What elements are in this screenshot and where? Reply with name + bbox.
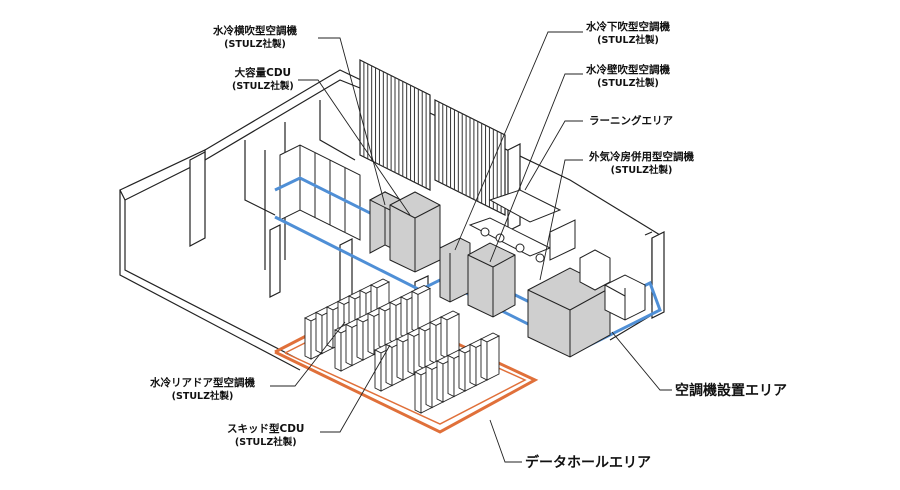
leader-ahu-area xyxy=(611,331,672,391)
leader-large-cdu xyxy=(298,79,411,216)
leader-rear-door xyxy=(270,321,346,387)
leader-water-wall-ahu xyxy=(489,73,583,263)
label-learning-area: ラーニングエリア xyxy=(589,115,673,127)
label-outside-air-ahu: 外気冷房併用型空調機 (STULZ社製) xyxy=(589,151,694,176)
label-water-down-ahu: 水冷下吹型空調機 (STULZ社製) xyxy=(586,21,670,46)
label-large-cdu: 大容量CDU (STULZ社製) xyxy=(232,67,294,92)
label-rear-door-ahu: 水冷リアドア型空調機 (STULZ社製) xyxy=(150,377,255,402)
leader-learning-area xyxy=(524,120,583,191)
leader-lines xyxy=(270,31,672,463)
leader-water-down-ahu xyxy=(454,31,583,251)
label-water-side-ahu: 水冷横吹型空調機 (STULZ社製) xyxy=(213,25,297,50)
label-ahu-area: 空調機設置エリア xyxy=(675,383,787,399)
outside-air-units xyxy=(579,249,646,321)
data-hall-racks xyxy=(303,278,501,414)
label-water-wall-ahu: 水冷壁吹型空調機 (STULZ社製) xyxy=(586,64,670,89)
columns xyxy=(189,143,665,337)
leader-water-side-ahu xyxy=(318,37,386,206)
large-cdu-units xyxy=(368,191,441,273)
leader-data-hall xyxy=(489,419,522,463)
label-data-hall: データホールエリア xyxy=(525,455,651,471)
learning-desks xyxy=(468,189,576,263)
leader-skid-cdu xyxy=(320,344,391,433)
water-ahu-units xyxy=(439,237,611,358)
label-skid-cdu: スキッド型CDU (STULZ社製) xyxy=(227,423,305,448)
leader-outside-air-ahu xyxy=(539,159,583,281)
louver-left xyxy=(359,59,431,191)
